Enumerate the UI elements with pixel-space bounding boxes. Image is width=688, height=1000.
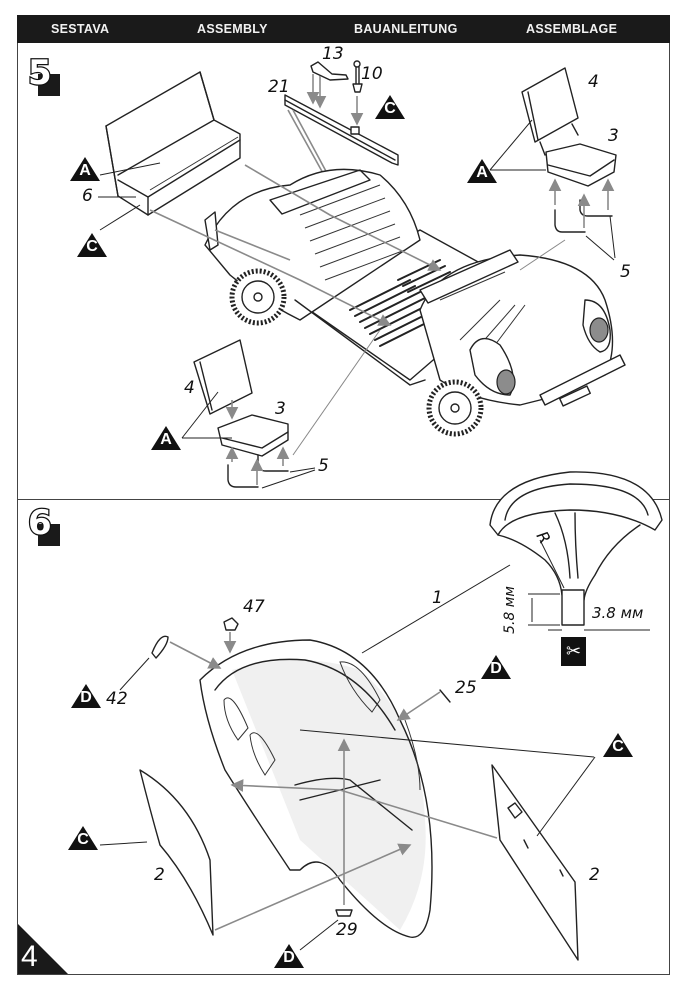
callout-body: 1: [432, 588, 443, 608]
marker-mirror: D: [274, 944, 304, 968]
callout-light: 42: [106, 689, 128, 709]
header-label-english: ASSEMBLY: [197, 22, 268, 36]
marker-rail: C: [375, 95, 405, 119]
callout-pin: 10: [361, 64, 383, 84]
marker-light: D: [71, 684, 101, 708]
body-shell-part-1: [199, 639, 433, 938]
callout-mirror: 29: [336, 920, 358, 940]
callout-rail: 21: [268, 77, 290, 97]
page-frame: [17, 43, 670, 975]
wiper-part-25: [439, 689, 451, 703]
header-bar: SESTAVA ASSEMBLY BAUANLEITUNG ASSEMBLAGE: [17, 15, 670, 43]
door-right-part-2: [491, 764, 579, 961]
callout-handle: 13: [322, 44, 344, 64]
callout-seat-legs-left: 5: [318, 456, 329, 476]
callout-seat-back-left: 4: [184, 378, 195, 398]
header-label-french: ASSEMBLAGE: [526, 22, 618, 36]
callout-seat-legs-right: 5: [620, 262, 631, 282]
height-dimension: 5.8 мм: [501, 586, 518, 634]
marker-bench-top: A: [70, 157, 100, 181]
step-divider: [17, 499, 669, 500]
horn-part-47: [223, 617, 239, 631]
step-6-badge: 6: [27, 505, 64, 548]
marker-door-left: C: [68, 826, 98, 850]
marker-bench-bottom: C: [77, 233, 107, 257]
marker-wiper: D: [481, 655, 511, 679]
callout-seat-cushion-right: 3: [608, 126, 619, 146]
light-part-42: [151, 635, 169, 659]
step-5-badge: 5: [27, 55, 64, 98]
header-label-czech: SESTAVA: [51, 22, 110, 36]
bench-seat-part-6: [105, 71, 241, 216]
callout-door-right: 2: [589, 865, 600, 885]
callout-horn: 47: [243, 597, 265, 617]
marker-body-right: C: [603, 733, 633, 757]
left-seat-parts: [193, 339, 289, 488]
mirror-part-29: [335, 909, 353, 917]
callout-seat-back-right: 4: [588, 72, 599, 92]
handle-part-13: [310, 61, 349, 81]
callout-bench-seat: 6: [82, 186, 93, 206]
right-seat-parts: [521, 67, 617, 233]
page-number: 4: [21, 940, 38, 973]
callout-wiper: 25: [455, 678, 477, 698]
callout-door-left: 2: [154, 865, 165, 885]
page-corner: [18, 924, 68, 974]
windscreen-detail: [489, 471, 663, 631]
chassis: [204, 168, 626, 437]
marker-left-seat: A: [151, 426, 181, 450]
callout-seat-cushion-left: 3: [275, 399, 286, 419]
door-left-part-2: [139, 769, 214, 936]
rail-part-21: [284, 94, 399, 166]
marker-right-seat: A: [467, 159, 497, 183]
header-label-german: BAUANLEITUNG: [354, 22, 458, 36]
scissors-icon: ✂: [561, 637, 586, 666]
width-dimension: 3.8 мм: [592, 604, 644, 622]
pin-part-10: [352, 60, 363, 93]
